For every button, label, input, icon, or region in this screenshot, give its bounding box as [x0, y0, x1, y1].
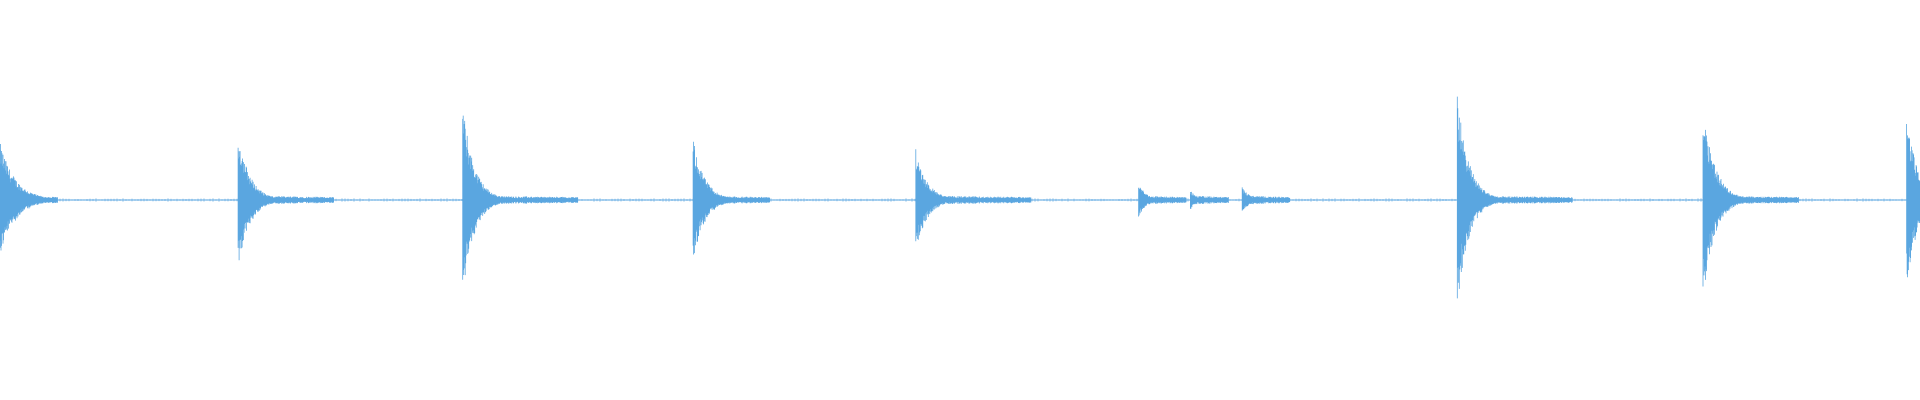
transient-5: [1138, 187, 1187, 217]
transient-spike: [1702, 129, 1799, 287]
transient-3: [692, 141, 770, 255]
transient-4: [915, 149, 1032, 242]
transient-spike: [1456, 96, 1573, 299]
waveform-transients: [0, 96, 1920, 299]
transient-spike: [1138, 187, 1187, 217]
transient-spike: [1190, 191, 1229, 209]
transient-spike: [692, 141, 770, 255]
transient-spike: [0, 144, 58, 251]
transient-spike: [1906, 124, 1920, 278]
transient-1: [237, 147, 334, 261]
transient-2: [462, 115, 579, 280]
waveform-noise-floor: [0, 198, 1918, 202]
transient-0: [0, 144, 58, 251]
transient-10: [1906, 124, 1920, 278]
transient-9: [1702, 129, 1799, 287]
transient-spike: [915, 149, 1032, 242]
transient-spike: [237, 147, 334, 261]
transient-8: [1456, 96, 1573, 299]
transient-6: [1190, 191, 1229, 209]
transient-spike: [462, 115, 579, 280]
